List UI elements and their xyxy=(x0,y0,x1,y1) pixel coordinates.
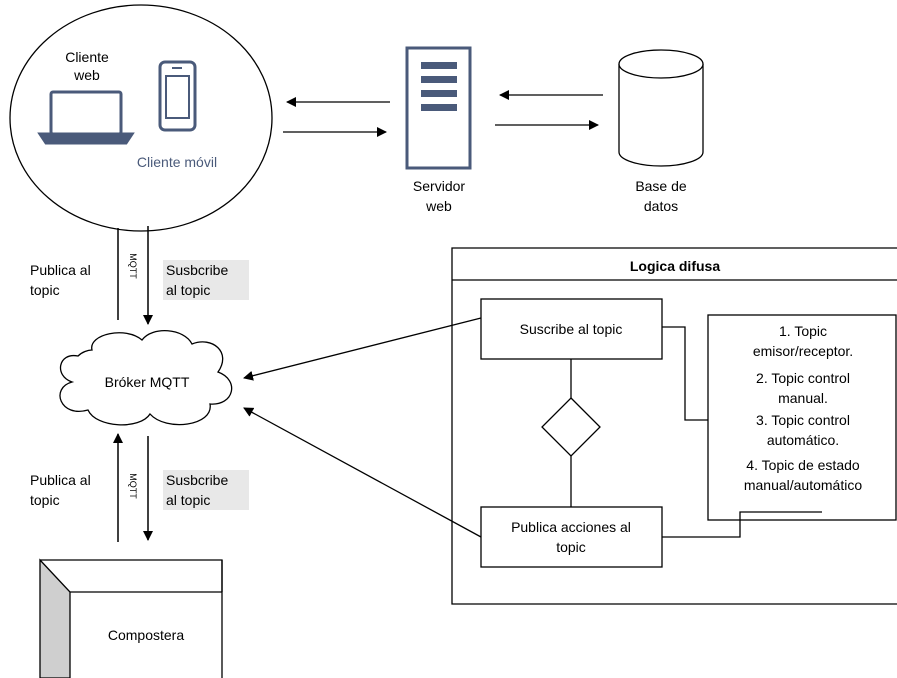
database-label-line2: datos xyxy=(644,198,678,214)
composter-box-shape xyxy=(39,558,223,678)
topics-list-box xyxy=(707,314,897,521)
database-cylinder-icon xyxy=(618,49,704,167)
subscribe-topic-box xyxy=(480,298,663,360)
database-label-line1: Base de xyxy=(635,178,687,194)
mobile-client-label: Cliente móvil xyxy=(137,154,217,170)
topic-line-2: emisor/receptor. xyxy=(753,343,853,359)
top-subscribe-highlight xyxy=(163,260,249,300)
publish-to-topics-connector xyxy=(662,511,822,538)
clients-ellipse xyxy=(9,4,273,232)
phone-icon xyxy=(158,60,197,132)
fuzzy-logic-title: Logica difusa xyxy=(630,258,720,274)
top-mqtt-protocol-label: MQTT xyxy=(128,253,138,279)
subscribe-to-topics-connector xyxy=(662,326,708,421)
subscribe-topic-label: Suscribe al topic xyxy=(520,321,623,337)
topic-line-7: 4. Topic de estado xyxy=(746,457,860,473)
topic-line-5: 3. Topic control xyxy=(756,412,850,428)
server-label-line1: Servidor xyxy=(413,178,465,194)
broker-label: Bróker MQTT xyxy=(105,374,190,390)
bottom-mqtt-protocol-label: MQTT xyxy=(128,473,138,499)
topic-line-4: manual. xyxy=(778,390,828,406)
bottom-publish-label-line2: topic xyxy=(30,492,60,508)
topic-line-6: automático. xyxy=(767,432,839,448)
bottom-publish-label-line1: Publica al xyxy=(30,472,91,488)
top-publish-label-line1: Publica al xyxy=(30,262,91,278)
broker-cloud-shape xyxy=(59,329,233,426)
server-icon xyxy=(405,46,472,170)
bottom-subscribe-label-line1: Susbcribe xyxy=(166,472,228,488)
publish-to-broker-arrow xyxy=(243,407,482,538)
decision-diamond-shape xyxy=(541,397,601,457)
bottom-subscribe-highlight xyxy=(163,470,249,510)
subscribe-to-broker-arrow xyxy=(243,317,482,381)
topics-list: 1. Topic emisor/receptor. 2. Topic contr… xyxy=(744,323,863,493)
web-client-label-line1: Cliente xyxy=(65,49,109,65)
publish-actions-box xyxy=(480,506,663,568)
topic-line-3: 2. Topic control xyxy=(756,370,850,386)
topic-line-8: manual/automático xyxy=(744,477,863,493)
topic-line-1: 1. Topic xyxy=(779,323,827,339)
publish-actions-label-line1: Publica acciones al xyxy=(511,519,631,535)
laptop-icon xyxy=(37,90,135,145)
bottom-subscribe-label-line2: al topic xyxy=(166,492,210,508)
top-subscribe-label-line2: al topic xyxy=(166,282,210,298)
top-publish-label-line2: topic xyxy=(30,282,60,298)
server-label-line2: web xyxy=(425,198,452,214)
web-client-label-line2: web xyxy=(73,67,100,83)
fuzzy-logic-container xyxy=(451,247,897,605)
composter-label: Compostera xyxy=(108,627,184,643)
publish-actions-label-line2: topic xyxy=(556,539,586,555)
top-subscribe-label-line1: Susbcribe xyxy=(166,262,228,278)
